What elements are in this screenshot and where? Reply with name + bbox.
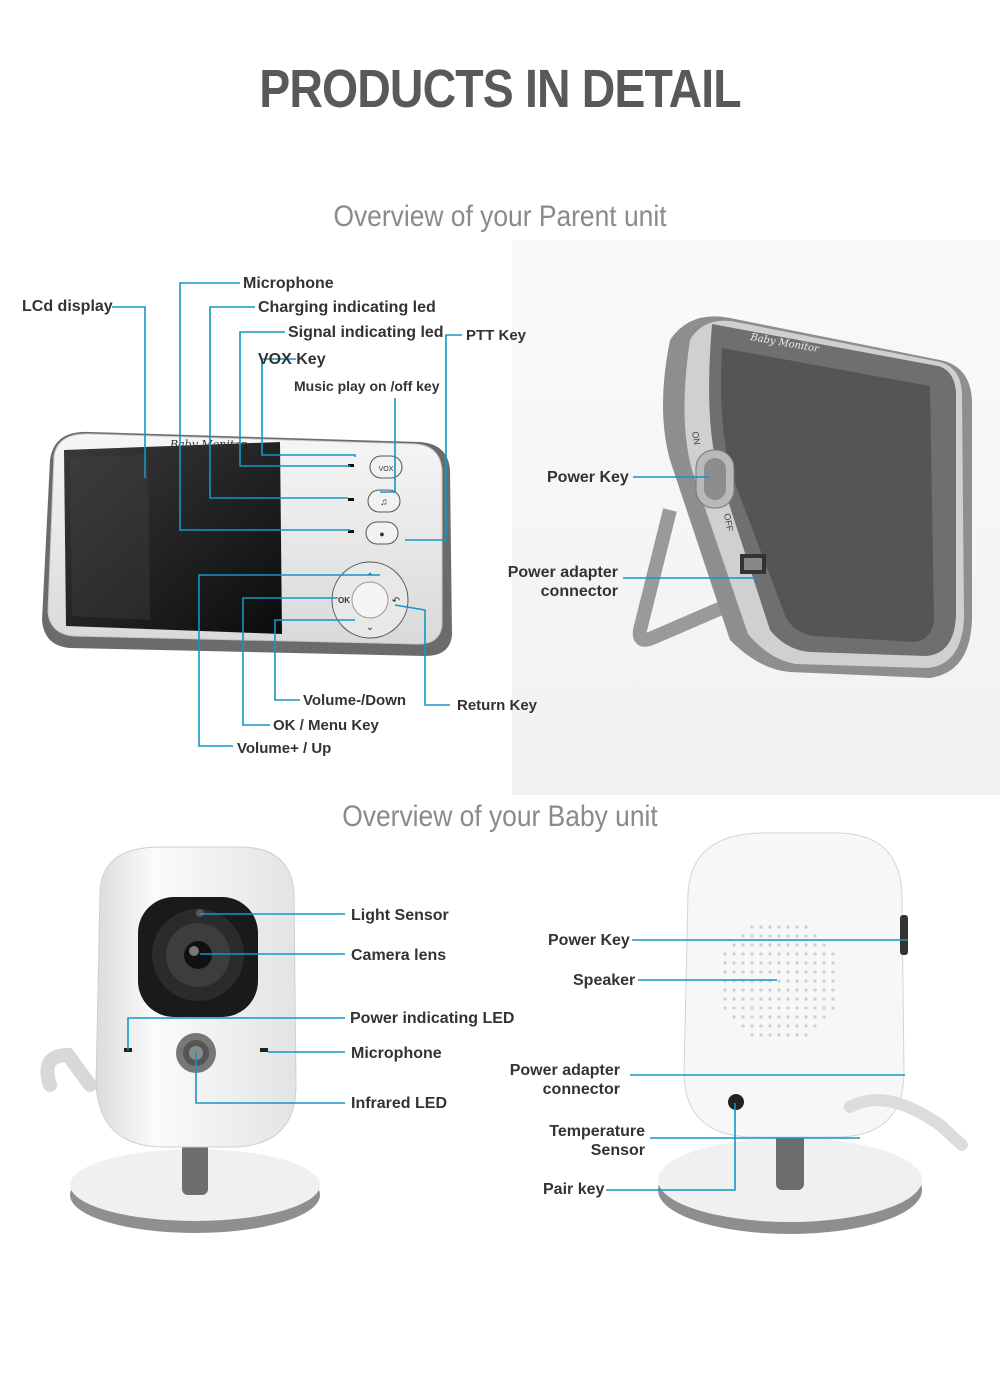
svg-text:OFF: OFF xyxy=(722,513,735,533)
callout-charging-led: Charging indicating led xyxy=(258,299,436,316)
callout-parent-power-key: Power Key xyxy=(547,469,629,486)
svg-text:⌃: ⌃ xyxy=(366,572,374,583)
baby-unit-front-image xyxy=(40,846,320,1233)
svg-text:⌄: ⌄ xyxy=(366,622,374,633)
callout-parent-power-adapter: Power adapter connector xyxy=(507,564,618,600)
callout-power-indicating-led: Power indicating LED xyxy=(350,1010,515,1027)
callout-music-key: Music play on /off key xyxy=(294,378,440,394)
svg-text:VOX: VOX xyxy=(379,466,394,473)
callout-camera-lens: Camera lens xyxy=(351,947,447,964)
page-title: PRODUCTS IN DETAIL xyxy=(259,59,741,119)
callout-temperature-sensor: Temperature Sensor xyxy=(549,1123,645,1159)
callout-return-key: Return Key xyxy=(457,697,538,714)
callout-light-sensor: Light Sensor xyxy=(351,907,449,924)
svg-text:OK: OK xyxy=(338,596,350,605)
baby-unit-back-image xyxy=(658,832,968,1234)
callout-speaker: Speaker xyxy=(573,972,636,989)
svg-text:♫: ♫ xyxy=(380,497,388,508)
callout-baby-microphone: Microphone xyxy=(351,1045,442,1062)
callout-lcd-display: LCd display xyxy=(22,298,113,315)
callout-baby-power-key: Power Key xyxy=(548,932,630,949)
callout-ok-menu-key: OK / Menu Key xyxy=(273,717,379,734)
parent-unit-front-image: Baby Monitor VOX ♫ ● OK ⌃ ⌄ ↶ xyxy=(42,431,452,656)
svg-text:↶: ↶ xyxy=(392,596,400,607)
callout-vox-key: VOX Key xyxy=(258,351,326,368)
baby-unit-heading: Overview of your Baby unit xyxy=(342,800,658,833)
callout-pair-key: Pair key xyxy=(543,1181,605,1198)
callout-baby-power-adapter: Power adapter connector xyxy=(509,1062,620,1098)
svg-text:●: ● xyxy=(379,529,384,539)
parent-unit-heading: Overview of your Parent unit xyxy=(333,200,667,233)
callout-parent-microphone: Microphone xyxy=(243,275,334,292)
svg-text:Baby Monitor: Baby Monitor xyxy=(169,438,247,451)
callout-signal-led: Signal indicating led xyxy=(288,324,444,341)
parent-unit-side-image: Baby Monitor ON OFF xyxy=(632,316,972,678)
svg-text:ON: ON xyxy=(690,431,702,446)
callout-ptt-key: PTT Key xyxy=(466,327,527,344)
callout-volume-down: Volume-/Down xyxy=(303,692,407,709)
callout-volume-up: Volume+ / Up xyxy=(237,740,332,757)
callout-infrared-led: Infrared LED xyxy=(351,1095,448,1112)
